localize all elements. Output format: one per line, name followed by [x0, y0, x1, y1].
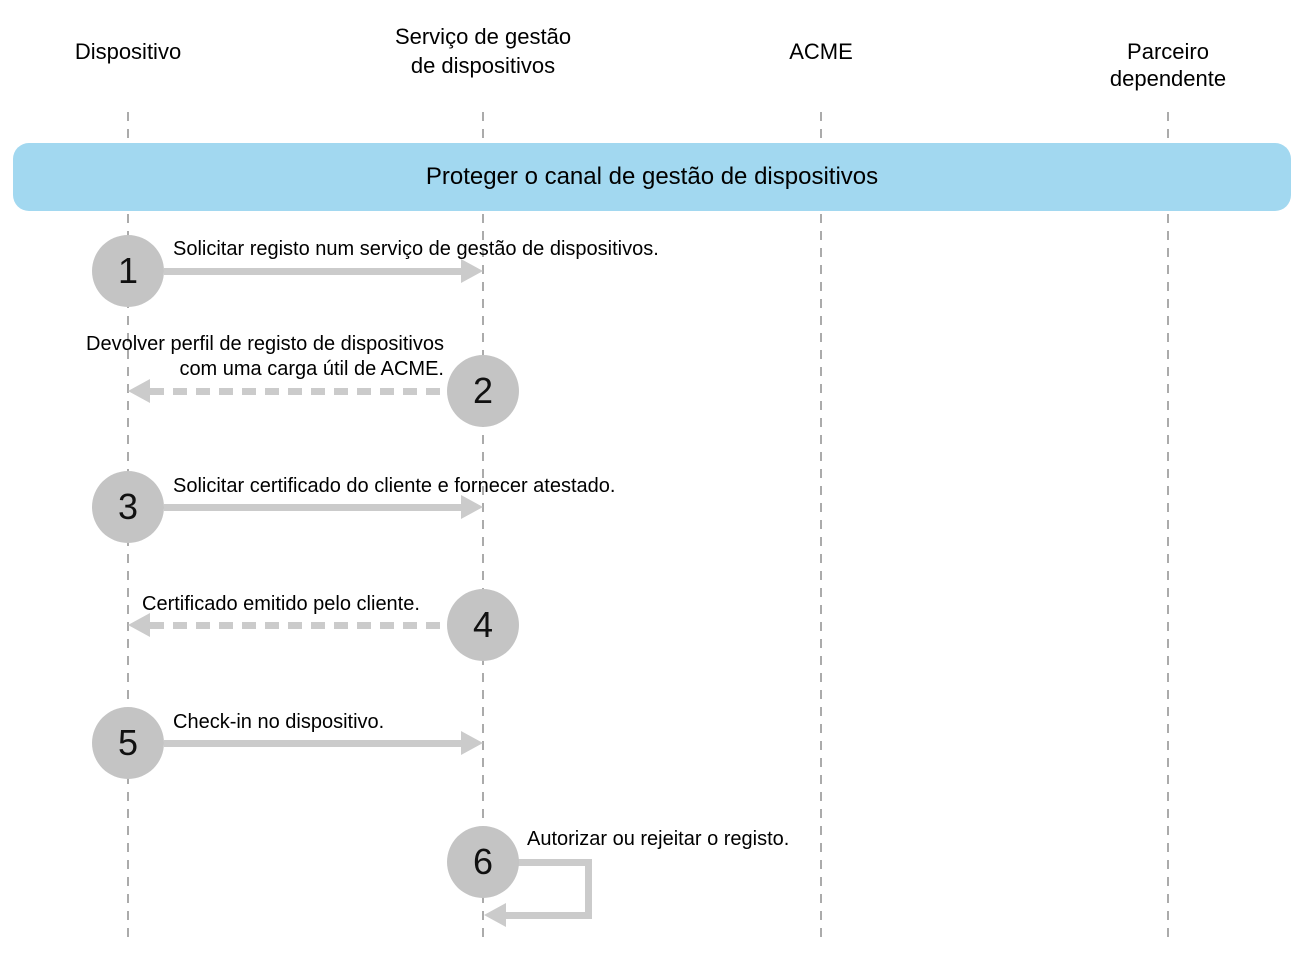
step-5-label: Check-in no dispositivo. — [173, 711, 385, 733]
actor-label-acme: ACME — [789, 39, 853, 64]
step-3-arrowhead-icon — [461, 495, 483, 519]
step-3-arrow-shaft — [164, 504, 461, 511]
lifeline-servico-gestao — [482, 112, 484, 945]
step-5-arrowhead-icon — [461, 731, 483, 755]
step-3-label: Solicitar certificado do cliente e forne… — [173, 475, 616, 497]
step-2-label: Devolver perfil de registo de dispositiv… — [86, 333, 444, 380]
actor-label-parceiro-dependente: Parceiro dependente — [1109, 39, 1227, 91]
step-1-arrowhead-icon — [461, 259, 483, 283]
actor-label-dispositivo: Dispositivo — [74, 39, 182, 64]
step-1-arrow-shaft — [164, 268, 461, 275]
step-3-number-badge: 3 — [92, 471, 164, 543]
step-5-number-badge: 5 — [92, 707, 164, 779]
step-5-arrow-shaft — [164, 740, 461, 747]
lifeline-acme — [820, 112, 822, 945]
phase-banner-title: Proteger o canal de gestão de dispositiv… — [425, 163, 879, 190]
step-6-number-badge: 6 — [447, 826, 519, 898]
step-6-label: Autorizar ou rejeitar o registo. — [527, 828, 790, 850]
step-4-number-badge: 4 — [447, 589, 519, 661]
step-4-arrowhead-icon — [128, 613, 150, 637]
step-1-label: Solicitar registo num serviço de gestão … — [173, 238, 659, 260]
actor-label-servico-gestao: Serviço de gestão de dispositivos — [394, 24, 572, 78]
phase-banner: Proteger o canal de gestão de dispositiv… — [13, 143, 1291, 211]
step-2-number-badge: 2 — [447, 355, 519, 427]
step-2-arrow-shaft — [150, 388, 447, 395]
step-2-arrowhead-icon — [128, 379, 150, 403]
step-1-number-badge: 1 — [92, 235, 164, 307]
step-4-arrow-shaft — [150, 622, 447, 629]
step-6-arrowhead-icon — [484, 903, 506, 927]
lifeline-parceiro-dependente — [1167, 112, 1169, 945]
step-4-label: Certificado emitido pelo cliente. — [142, 593, 420, 615]
step-6-self-loop-arrow — [500, 859, 592, 919]
